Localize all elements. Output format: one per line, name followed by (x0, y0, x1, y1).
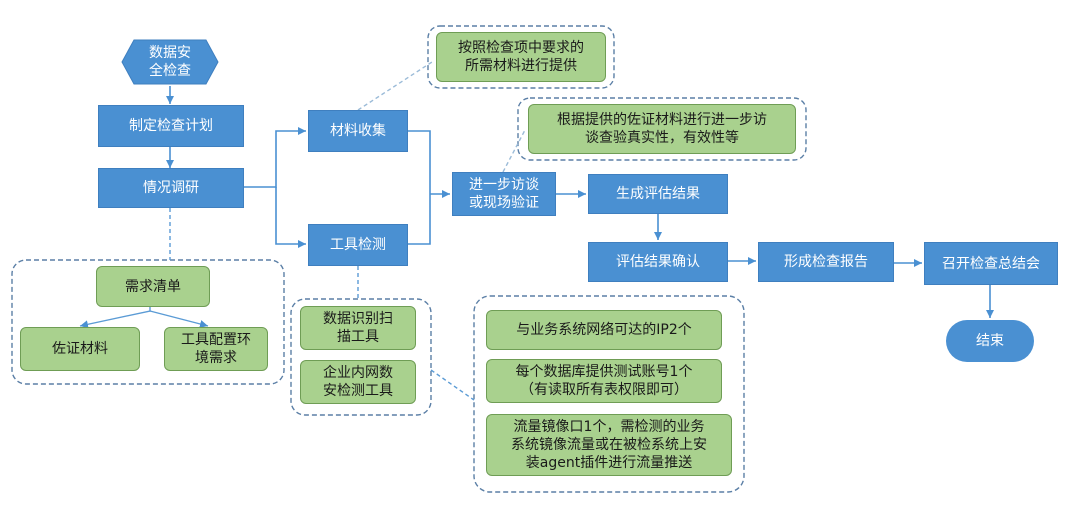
intranet-tool-node: 企业内网数 安检测工具 (300, 360, 416, 404)
req-ip-node: 与业务系统网络可达的IP2个 (486, 310, 722, 350)
tool-group-frame (290, 298, 432, 416)
tool-node: 工具检测 (308, 224, 408, 266)
material-note-frame (427, 25, 615, 89)
start-node: 数据安 全检查 (149, 45, 191, 79)
confirm-node: 评估结果确认 (588, 242, 728, 282)
verify-node: 进一步访谈 或现场验证 (452, 172, 556, 216)
report-node: 形成检查报告 (758, 242, 894, 282)
research-node: 情况调研 (98, 168, 244, 208)
evidence-node: 佐证材料 (20, 327, 140, 371)
meeting-node: 召开检查总结会 (924, 242, 1058, 285)
verify-note-frame (517, 97, 807, 161)
scan-tool-node: 数据识别扫 描工具 (300, 306, 416, 350)
tool-config-node: 工具配置环 境需求 (164, 327, 268, 371)
material-note: 按照检查项中要求的 所需材料进行提供 (436, 32, 606, 82)
start-hexagon-shape (121, 39, 219, 85)
generate-node: 生成评估结果 (588, 174, 728, 214)
req-account-node: 每个数据库提供测试账号1个 （有读取所有表权限即可） (486, 359, 722, 403)
demand-group-frame (11, 259, 285, 385)
demand-list-node: 需求清单 (96, 266, 210, 307)
material-node: 材料收集 (308, 110, 408, 152)
end-node: 结束 (946, 320, 1034, 362)
verify-note: 根据提供的佐证材料进行进一步访 谈查验真实性，有效性等 (528, 104, 796, 154)
requirements-group-frame (473, 295, 745, 493)
plan-node: 制定检查计划 (98, 105, 244, 147)
req-mirror-node: 流量镜像口1个，需检测的业务 系统镜像流量或在被检系统上安 装agent插件进行… (486, 414, 732, 476)
